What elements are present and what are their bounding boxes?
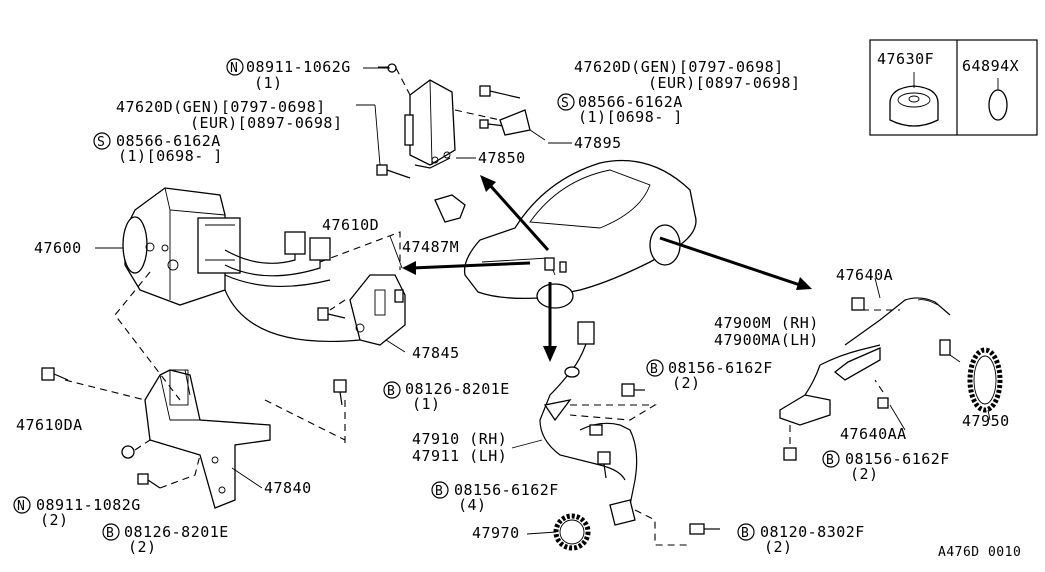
marker-s-icon: S xyxy=(93,132,111,150)
label-47910: 47910 (RH) xyxy=(412,430,507,448)
bolt-icon xyxy=(479,85,521,99)
bolt-icon xyxy=(597,451,611,479)
label-qty: (2) xyxy=(850,465,879,483)
label-47850: 47850 xyxy=(478,149,526,167)
label-qty: (1)[0698- ] xyxy=(578,108,683,126)
inset-box: 47630F 64894X xyxy=(869,39,1038,136)
label-qty: (2) xyxy=(672,374,701,392)
marker-b-icon: B xyxy=(737,523,755,541)
connector-icon xyxy=(284,231,306,255)
inset-label-47630f: 47630F xyxy=(877,50,934,68)
label-08911-1082g: 08911-1082G xyxy=(36,496,141,514)
svg-text:S: S xyxy=(97,135,105,150)
label-47620d-right-a: 47620D(GEN)[0797-0698] xyxy=(574,58,784,76)
label-47620d-left-b: (EUR)[0897-0698] xyxy=(190,114,343,132)
abs-actuator-47600 xyxy=(122,187,241,306)
label-qty: (2) xyxy=(128,538,157,556)
wheel-sensor-47910 xyxy=(539,321,638,526)
bolt-icon xyxy=(317,307,346,321)
bolt-icon xyxy=(376,164,411,179)
marker-b-icon: B xyxy=(431,481,449,499)
label-08566-6162a-right: 08566-6162A xyxy=(578,93,683,111)
nut-icon xyxy=(121,445,135,459)
label-qty: (2) xyxy=(40,511,69,529)
bracket-47840 xyxy=(144,369,271,509)
label-47845: 47845 xyxy=(412,344,460,362)
label-47640aa: 47640AA xyxy=(840,425,907,443)
label-47640a: 47640A xyxy=(836,266,893,284)
label-47900ma: 47900MA(LH) xyxy=(714,331,819,349)
label-qty: (4) xyxy=(458,496,487,514)
marker-b-icon: B xyxy=(102,523,120,541)
marker-n-icon: N xyxy=(13,496,31,514)
grommet-47630f-icon xyxy=(889,72,939,127)
svg-text:S: S xyxy=(561,96,569,111)
svg-text:B: B xyxy=(741,526,749,541)
marker-b-icon: B xyxy=(822,450,840,468)
connector-icon xyxy=(309,237,331,261)
label-47911: 47911 (LH) xyxy=(412,447,507,465)
label-47895: 47895 xyxy=(574,134,622,152)
bracket-47845 xyxy=(349,274,406,346)
svg-text:N: N xyxy=(230,61,238,76)
bolt-icon xyxy=(333,379,347,406)
label-qty: (1)[0698- ] xyxy=(118,147,223,165)
label-08156-6162f-top: 08156-6162F xyxy=(668,359,773,377)
sensor-ring-47950 xyxy=(967,347,1003,413)
svg-text:N: N xyxy=(17,499,25,514)
marker-s-icon: S xyxy=(557,93,575,111)
svg-text:B: B xyxy=(826,453,834,468)
marker-b-icon: B xyxy=(383,381,401,399)
bolt-icon xyxy=(689,523,720,535)
label-47610d: 47610D xyxy=(322,216,379,234)
label-47970: 47970 xyxy=(472,524,520,542)
svg-text:B: B xyxy=(106,526,114,541)
bolt-icon xyxy=(783,425,797,461)
bolt-icon xyxy=(41,367,69,381)
bolt-icon xyxy=(621,383,645,397)
label-08126-8201e-bot: 08126-8201E xyxy=(124,523,229,541)
svg-text:B: B xyxy=(387,384,395,399)
wheel-sensor-47900m xyxy=(779,297,951,426)
tone-ring-47970 xyxy=(553,513,591,551)
car-outline xyxy=(463,159,697,309)
sensor-module-47850 xyxy=(404,79,456,169)
svg-text:B: B xyxy=(435,484,443,499)
marker-b-icon: B xyxy=(646,359,664,377)
diagram-code: A476D 0010 xyxy=(938,545,1021,560)
plug-64894x-icon xyxy=(988,89,1008,121)
svg-text:B: B xyxy=(650,362,658,377)
label-08566-6162a-left: 08566-6162A xyxy=(116,132,221,150)
bolt-icon xyxy=(874,379,889,409)
inset-label-64894x: 64894X xyxy=(962,57,1019,75)
label-47487m: 47487M xyxy=(402,238,459,256)
label-47950: 47950 xyxy=(962,412,1010,430)
bracket-47895 xyxy=(499,109,531,136)
label-08126-8201e-top: 08126-8201E xyxy=(405,380,510,398)
bolt-icon xyxy=(851,297,865,311)
label-qty: (1) xyxy=(254,74,283,92)
label-08156-6162f-mid: 08156-6162F xyxy=(454,481,559,499)
label-47900m: 47900M (RH) xyxy=(714,314,819,332)
label-47840: 47840 xyxy=(264,479,312,497)
label-47600: 47600 xyxy=(34,239,82,257)
label-08156-6162f-right: 08156-6162F xyxy=(845,450,950,468)
label-qty: (2) xyxy=(764,538,793,556)
connector-47487m xyxy=(434,194,466,223)
marker-n-icon: N xyxy=(226,58,244,76)
label-47620d-left-a: 47620D(GEN)[0797-0698] xyxy=(116,98,326,116)
bolt-icon xyxy=(137,473,161,489)
label-08120-8302f: 08120-8302F xyxy=(760,523,865,541)
label-qty: (1) xyxy=(412,395,441,413)
label-47620d-right-b: (EUR)[0897-0698] xyxy=(648,74,801,92)
label-08911-1062g: 08911-1062G xyxy=(246,58,351,76)
label-47610da: 47610DA xyxy=(16,416,83,434)
